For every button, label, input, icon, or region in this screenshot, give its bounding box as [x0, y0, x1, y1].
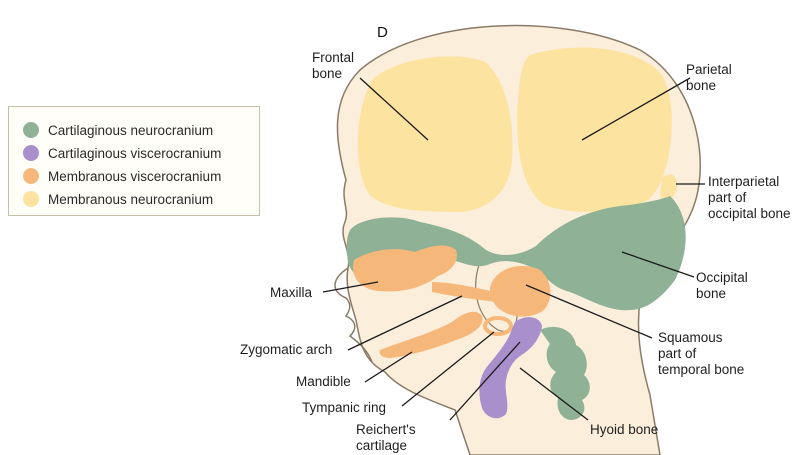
label-line: bone — [312, 66, 354, 82]
label-line: part of — [708, 190, 791, 206]
label-maxilla: Maxilla — [270, 285, 312, 301]
label-line: occipital bone — [708, 206, 791, 222]
label-line: Frontal — [312, 50, 354, 66]
label-line: Parietal — [686, 62, 732, 78]
label-mandible: Mandible — [296, 374, 351, 390]
label-line: bone — [686, 78, 732, 94]
label-line: Hyoid bone — [590, 422, 658, 438]
label-tympanic-ring: Tympanic ring — [302, 400, 386, 416]
label-line: Mandible — [296, 374, 351, 390]
parietal-bone-shape — [517, 48, 672, 212]
legend-label: Cartilaginous neurocranium — [48, 123, 213, 138]
legend-swatch — [23, 191, 39, 207]
label-line: Tympanic ring — [302, 400, 386, 416]
legend-label: Membranous viscerocranium — [48, 169, 221, 184]
legend-label: Membranous neurocranium — [48, 192, 213, 207]
legend-swatch — [23, 168, 39, 184]
legend-label: Cartilaginous viscerocranium — [48, 146, 221, 161]
legend-item-membranous-viscerocranium: Membranous viscerocranium — [23, 165, 221, 187]
legend-swatch — [23, 145, 39, 161]
label-line: bone — [696, 286, 748, 302]
label-line: part of — [658, 346, 744, 362]
legend-swatch — [23, 122, 39, 138]
label-parietal-bone: Parietal bone — [686, 62, 732, 94]
label-reicherts-cartilage: Reichert's cartilage — [356, 422, 416, 454]
label-frontal-bone: Frontal bone — [312, 50, 354, 82]
legend-item-cartilaginous-neurocranium: Cartilaginous neurocranium — [23, 119, 213, 141]
label-interparietal: Interparietal part of occipital bone — [708, 174, 791, 222]
label-line: Reichert's — [356, 422, 416, 438]
label-line: temporal bone — [658, 362, 744, 378]
legend-item-membranous-neurocranium: Membranous neurocranium — [23, 188, 213, 210]
panel-letter: D — [377, 24, 388, 41]
frontal-bone-shape — [358, 56, 513, 212]
label-zygomatic-arch: Zygomatic arch — [240, 342, 332, 358]
label-line: Zygomatic arch — [240, 342, 332, 358]
label-line: Maxilla — [270, 285, 312, 301]
label-line: Squamous — [658, 330, 744, 346]
label-line: Interparietal — [708, 174, 791, 190]
legend: Cartilaginous neurocranium Cartilaginous… — [8, 106, 260, 216]
label-occipital-bone: Occipital bone — [696, 270, 748, 302]
label-line: Occipital — [696, 270, 748, 286]
label-hyoid-bone: Hyoid bone — [590, 422, 658, 438]
label-line: cartilage — [356, 438, 416, 454]
legend-item-cartilaginous-viscerocranium: Cartilaginous viscerocranium — [23, 142, 221, 164]
label-squamous-temporal: Squamous part of temporal bone — [658, 330, 744, 378]
